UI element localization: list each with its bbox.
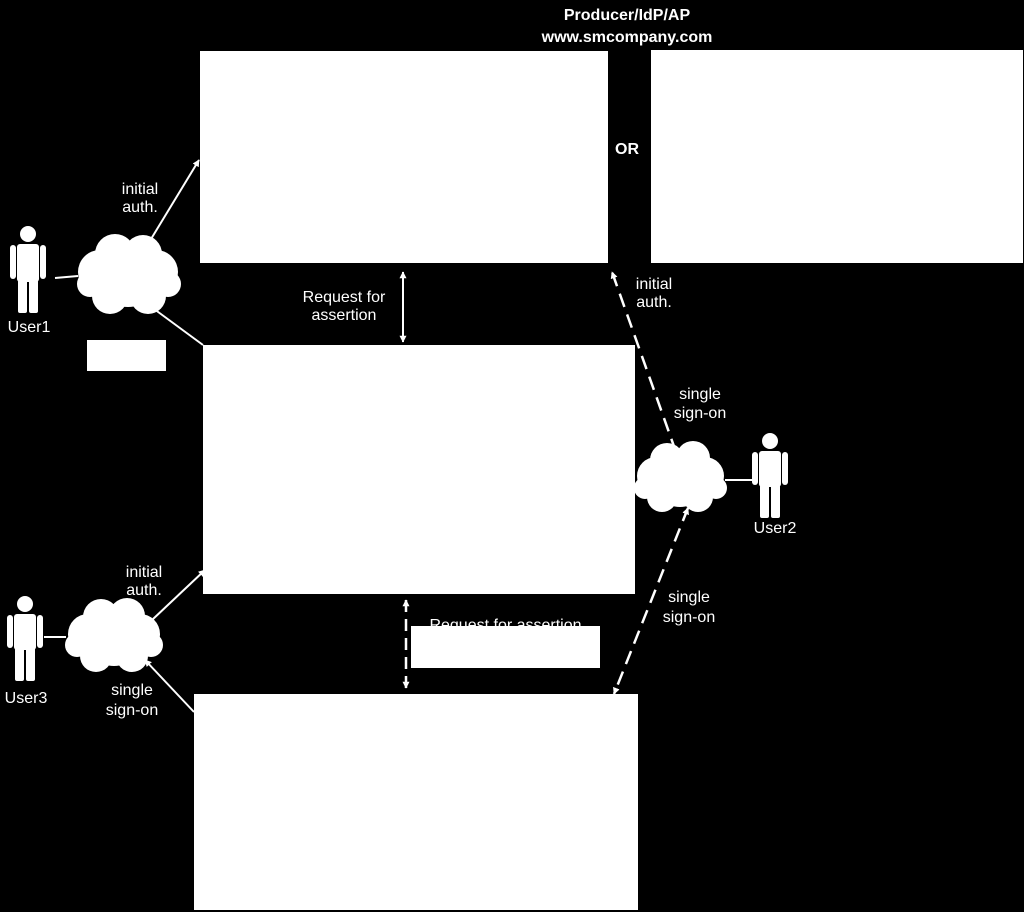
producer-url: www.smcompany.com: [541, 29, 713, 46]
user1-obscured-label-box: [87, 340, 166, 371]
lower-assertion-label-box: [411, 626, 600, 668]
user1-initial-auth-arrow: [147, 159, 200, 245]
user3-sso-arrow: [144, 659, 195, 713]
user3-initial-auth-arrow: [151, 569, 206, 621]
producer-title: Producer/IdP/AP: [563, 7, 691, 24]
user1-label: User1: [7, 319, 51, 336]
upper-assertion-label-line1: Request for: [302, 289, 386, 306]
user1-initial-auth-label-line1: initial: [121, 181, 159, 198]
upper-assertion-label-line2: assertion: [311, 307, 377, 324]
user2-initial-auth-label-line2: auth.: [636, 294, 672, 311]
producer-box: [200, 51, 608, 263]
user1-return-arrow: [149, 305, 204, 346]
user3-sso-label-line2: sign-on: [105, 702, 159, 719]
user2-sso-lower-label-line1: single: [668, 589, 710, 606]
user3-initial-auth-label-line2: auth.: [126, 582, 162, 599]
user2-network-cloud: [634, 441, 727, 512]
or-label: OR: [615, 141, 639, 158]
user1-person-icon: [10, 226, 46, 313]
user2-label: User2: [753, 520, 797, 537]
user1-to-cloud-line: [54, 275, 79, 279]
user2-initial-auth-label-line1: initial: [635, 276, 673, 293]
user1-network-cloud: [77, 234, 181, 314]
middle-partner-box: [203, 345, 635, 594]
user2-sso-lower-arrow: [612, 507, 690, 695]
alternate-producer-box: [651, 50, 1023, 263]
bottom-partner-box: [194, 694, 638, 910]
user3-label: User3: [4, 690, 48, 707]
user2-person-icon: [752, 433, 788, 518]
user3-person-icon: [7, 596, 43, 681]
user2-sso-upper-label-line2: sign-on: [673, 405, 727, 422]
user3-network-cloud: [65, 598, 163, 672]
user3-initial-auth-label-line1: initial: [125, 564, 163, 581]
user2-initial-auth-arrow: [610, 271, 678, 453]
user1-initial-auth-label-line2: auth.: [122, 199, 158, 216]
user2-sso-upper-label-line1: single: [679, 386, 721, 403]
user2-sso-lower-label-line2: sign-on: [662, 609, 716, 626]
lower-assertion-label: Request for assertion: [429, 617, 582, 634]
user3-sso-label-line1: single: [111, 682, 153, 699]
